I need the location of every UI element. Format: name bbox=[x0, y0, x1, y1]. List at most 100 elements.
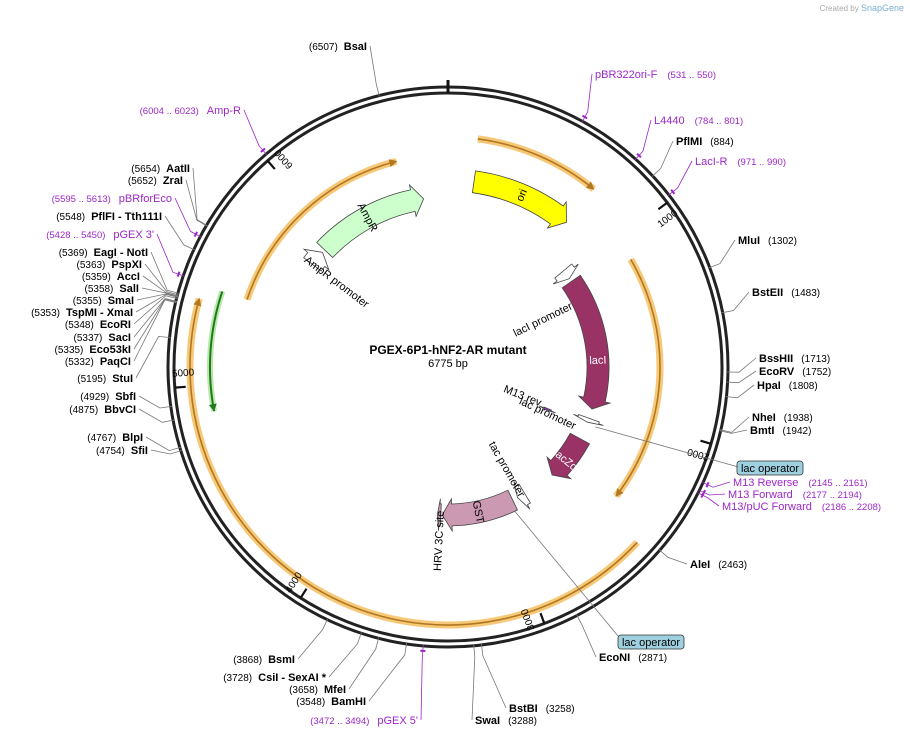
orange-arc-head-1 bbox=[615, 488, 624, 497]
primer-pgex-3-7: pGEX 3'(5428 .. 5450) bbox=[46, 229, 154, 241]
enzyme-bsshii-4-line bbox=[726, 357, 757, 373]
feature-hrv-3c-site-label: HRV 3C site bbox=[432, 510, 447, 571]
primer-pgex-5-6-marker bbox=[420, 649, 426, 653]
feature-box-lac-operator-0-line bbox=[595, 426, 743, 469]
enzyme-bamhi-13: BamHI(3548) bbox=[296, 696, 366, 708]
enzyme-pspxi-30-line bbox=[144, 263, 179, 296]
primer-amp-r-9-range: (6004 .. 6023) bbox=[140, 106, 199, 117]
enzyme-bsmi-16-name: BsmI bbox=[268, 654, 295, 666]
enzyme-eagi-noti-31-line bbox=[150, 251, 180, 294]
enzyme-nhei-7-name: NheI bbox=[752, 412, 776, 424]
primer-pbrforeco-8-range: (5595 .. 5613) bbox=[52, 194, 111, 205]
enzyme-smai-27-line bbox=[136, 293, 179, 301]
enzyme-sali-28-name: SalI bbox=[119, 283, 139, 295]
enzyme-zrai-33-line bbox=[185, 179, 208, 227]
primer-amp-r-9-line bbox=[243, 109, 268, 156]
enzyme-acci-29-line bbox=[142, 275, 179, 297]
feature-lac-promoter bbox=[573, 413, 604, 426]
enzyme-pspxi-30: PspXI(5363) bbox=[76, 259, 142, 271]
primer-pbrforeco-8: pBRforEco(5595 .. 5613) bbox=[52, 193, 172, 205]
enzyme-pflmi-1-name: PflMI bbox=[676, 136, 702, 148]
enzyme-sfii-17-name: SfiI bbox=[131, 445, 148, 457]
primer-m13-puc-forward-5-marker bbox=[700, 492, 705, 499]
enzyme-sbfi-20-pos: (4929) bbox=[80, 392, 109, 403]
feature-ampr bbox=[316, 183, 425, 259]
enzyme-swai-12-line bbox=[471, 644, 476, 721]
enzyme-sfii-17-pos: (4754) bbox=[96, 446, 125, 457]
tick-label-2000: 2000 bbox=[686, 445, 711, 462]
orange-arc-2 bbox=[189, 298, 638, 626]
enzyme-ecorv-5-name: EcoRV bbox=[759, 366, 795, 378]
enzyme-eagi-noti-31-pos: (5369) bbox=[59, 248, 88, 259]
enzyme-mlui-2-line bbox=[708, 239, 736, 269]
tick-label-6000: 6000 bbox=[272, 146, 295, 170]
enzyme-mfei-14: MfeI(3658) bbox=[289, 684, 346, 696]
enzyme-hpai-6-line bbox=[725, 384, 755, 399]
enzyme-acci-29-name: AccI bbox=[117, 271, 140, 283]
plasmid-title: PGEX-6P1-hNF2-AR mutant 6775 bp bbox=[369, 343, 526, 370]
feature-box-lac-operator-0-label: lac operator bbox=[741, 463, 799, 475]
enzyme-tspmi-xmai-26-name: TspMI - XmaI bbox=[66, 307, 133, 319]
enzyme-mfei-14-pos: (3658) bbox=[289, 685, 318, 696]
enzyme-mlui-2-pos: (1302) bbox=[768, 236, 797, 247]
enzyme-alei-9-line bbox=[658, 549, 688, 565]
orange-arc-head-3 bbox=[388, 159, 398, 167]
enzyme-smai-27-pos: (5355) bbox=[73, 296, 102, 307]
enzyme-stui-21: StuI(5195) bbox=[77, 373, 133, 385]
feature-box-lac-operator-1-line bbox=[514, 511, 624, 643]
primer-pbr322ori-f-0-marker bbox=[582, 114, 588, 120]
primer-m13-reverse-3-line bbox=[701, 481, 731, 488]
enzyme-bsmi-16: BsmI(3868) bbox=[233, 654, 295, 666]
tick-4000 bbox=[299, 588, 308, 599]
enzyme-pspxi-30-pos: (5363) bbox=[76, 260, 105, 271]
plasmid-name: PGEX-6P1-hNF2-AR mutant bbox=[369, 343, 526, 357]
enzyme-mlui-2: MluI(1302) bbox=[738, 235, 797, 247]
tick-label-1000: 1000 bbox=[656, 208, 681, 230]
enzyme-sbfi-20-line bbox=[138, 395, 172, 409]
enzyme-ecorv-5-pos: (1752) bbox=[802, 367, 831, 378]
enzyme-bsteii-3: BstEII(1483) bbox=[752, 287, 820, 299]
primer-m13-puc-forward-5-range: (2186 .. 2208) bbox=[822, 502, 881, 513]
enzyme-csii-sexai-15-name: CsiI - SexAI * bbox=[258, 672, 327, 684]
feature-hrv-3c-site bbox=[436, 498, 442, 531]
orange-arc-1 bbox=[615, 258, 661, 497]
primer-pgex-5-6: pGEX 5' (3472 .. 3494) bbox=[310, 715, 418, 727]
enzyme-bsteii-3-line bbox=[721, 291, 750, 314]
enzyme-saci-24: SacI(5337) bbox=[73, 332, 131, 344]
enzyme-pflmi-1-line bbox=[651, 140, 674, 177]
feature-thin-11 bbox=[209, 291, 224, 412]
primer-laci-r-2-range: (971 .. 990) bbox=[737, 157, 786, 168]
feature-ampr-promoter-label: AmpR promoter bbox=[302, 254, 371, 311]
orange-arc-head-2 bbox=[193, 297, 202, 307]
enzyme-hpai-6-pos: (1808) bbox=[789, 381, 818, 392]
tick-2000 bbox=[700, 439, 712, 445]
enzyme-swai-12-pos: (3288) bbox=[508, 716, 537, 727]
primer-laci-r-2: LacI-R (971 .. 990) bbox=[695, 156, 786, 168]
enzyme-bstbi-11-line bbox=[481, 643, 507, 709]
primer-laci-r-2-marker bbox=[670, 189, 676, 195]
feature-box-lac-operator-1-rect bbox=[617, 634, 685, 650]
enzyme-bsteii-3-pos: (1483) bbox=[791, 288, 820, 299]
primer-pgex-5-6-name: pGEX 5' bbox=[377, 715, 418, 727]
primer-pgex-5-6-range: (3472 .. 3494) bbox=[310, 716, 369, 727]
enzyme-tspmi-xmai-26-line bbox=[135, 293, 178, 313]
enzyme-saci-24-line bbox=[133, 298, 177, 338]
primer-pgex-5-6-line bbox=[420, 644, 424, 721]
primer-m13-forward-4: M13 Forward(2177 .. 2194) bbox=[728, 489, 862, 501]
enzyme-bmti-8-line bbox=[719, 429, 748, 434]
enzyme-blpi-18: BlpI(4767) bbox=[87, 432, 143, 444]
enzyme-eagi-noti-31: EagI - NotI(5369) bbox=[59, 247, 148, 259]
enzyme-ecori-25: EcoRI(5348) bbox=[65, 319, 131, 331]
labels: BsaI(6507)PflMI(884)MluI(1302)BstEII(148… bbox=[31, 41, 881, 727]
enzyme-bmti-8: BmtI(1942) bbox=[750, 425, 811, 437]
primer-laci-r-2-name: LacI-R bbox=[695, 156, 727, 168]
enzyme-aatii-34-name: AatII bbox=[166, 163, 190, 175]
enzyme-bstbi-11-name: BstBI bbox=[509, 703, 538, 715]
enzyme-aatii-34-line bbox=[192, 167, 208, 227]
enzyme-nhei-7-line bbox=[719, 416, 750, 433]
enzyme-hpai-6: HpaI(1808) bbox=[757, 380, 818, 392]
feature-laci-promoter bbox=[552, 263, 579, 285]
enzyme-zrai-33-pos: (5652) bbox=[128, 176, 157, 187]
enzyme-pflfi-tth111i-32-line bbox=[164, 215, 195, 251]
feature-box-lac-operator-1: lac operator bbox=[617, 634, 685, 650]
